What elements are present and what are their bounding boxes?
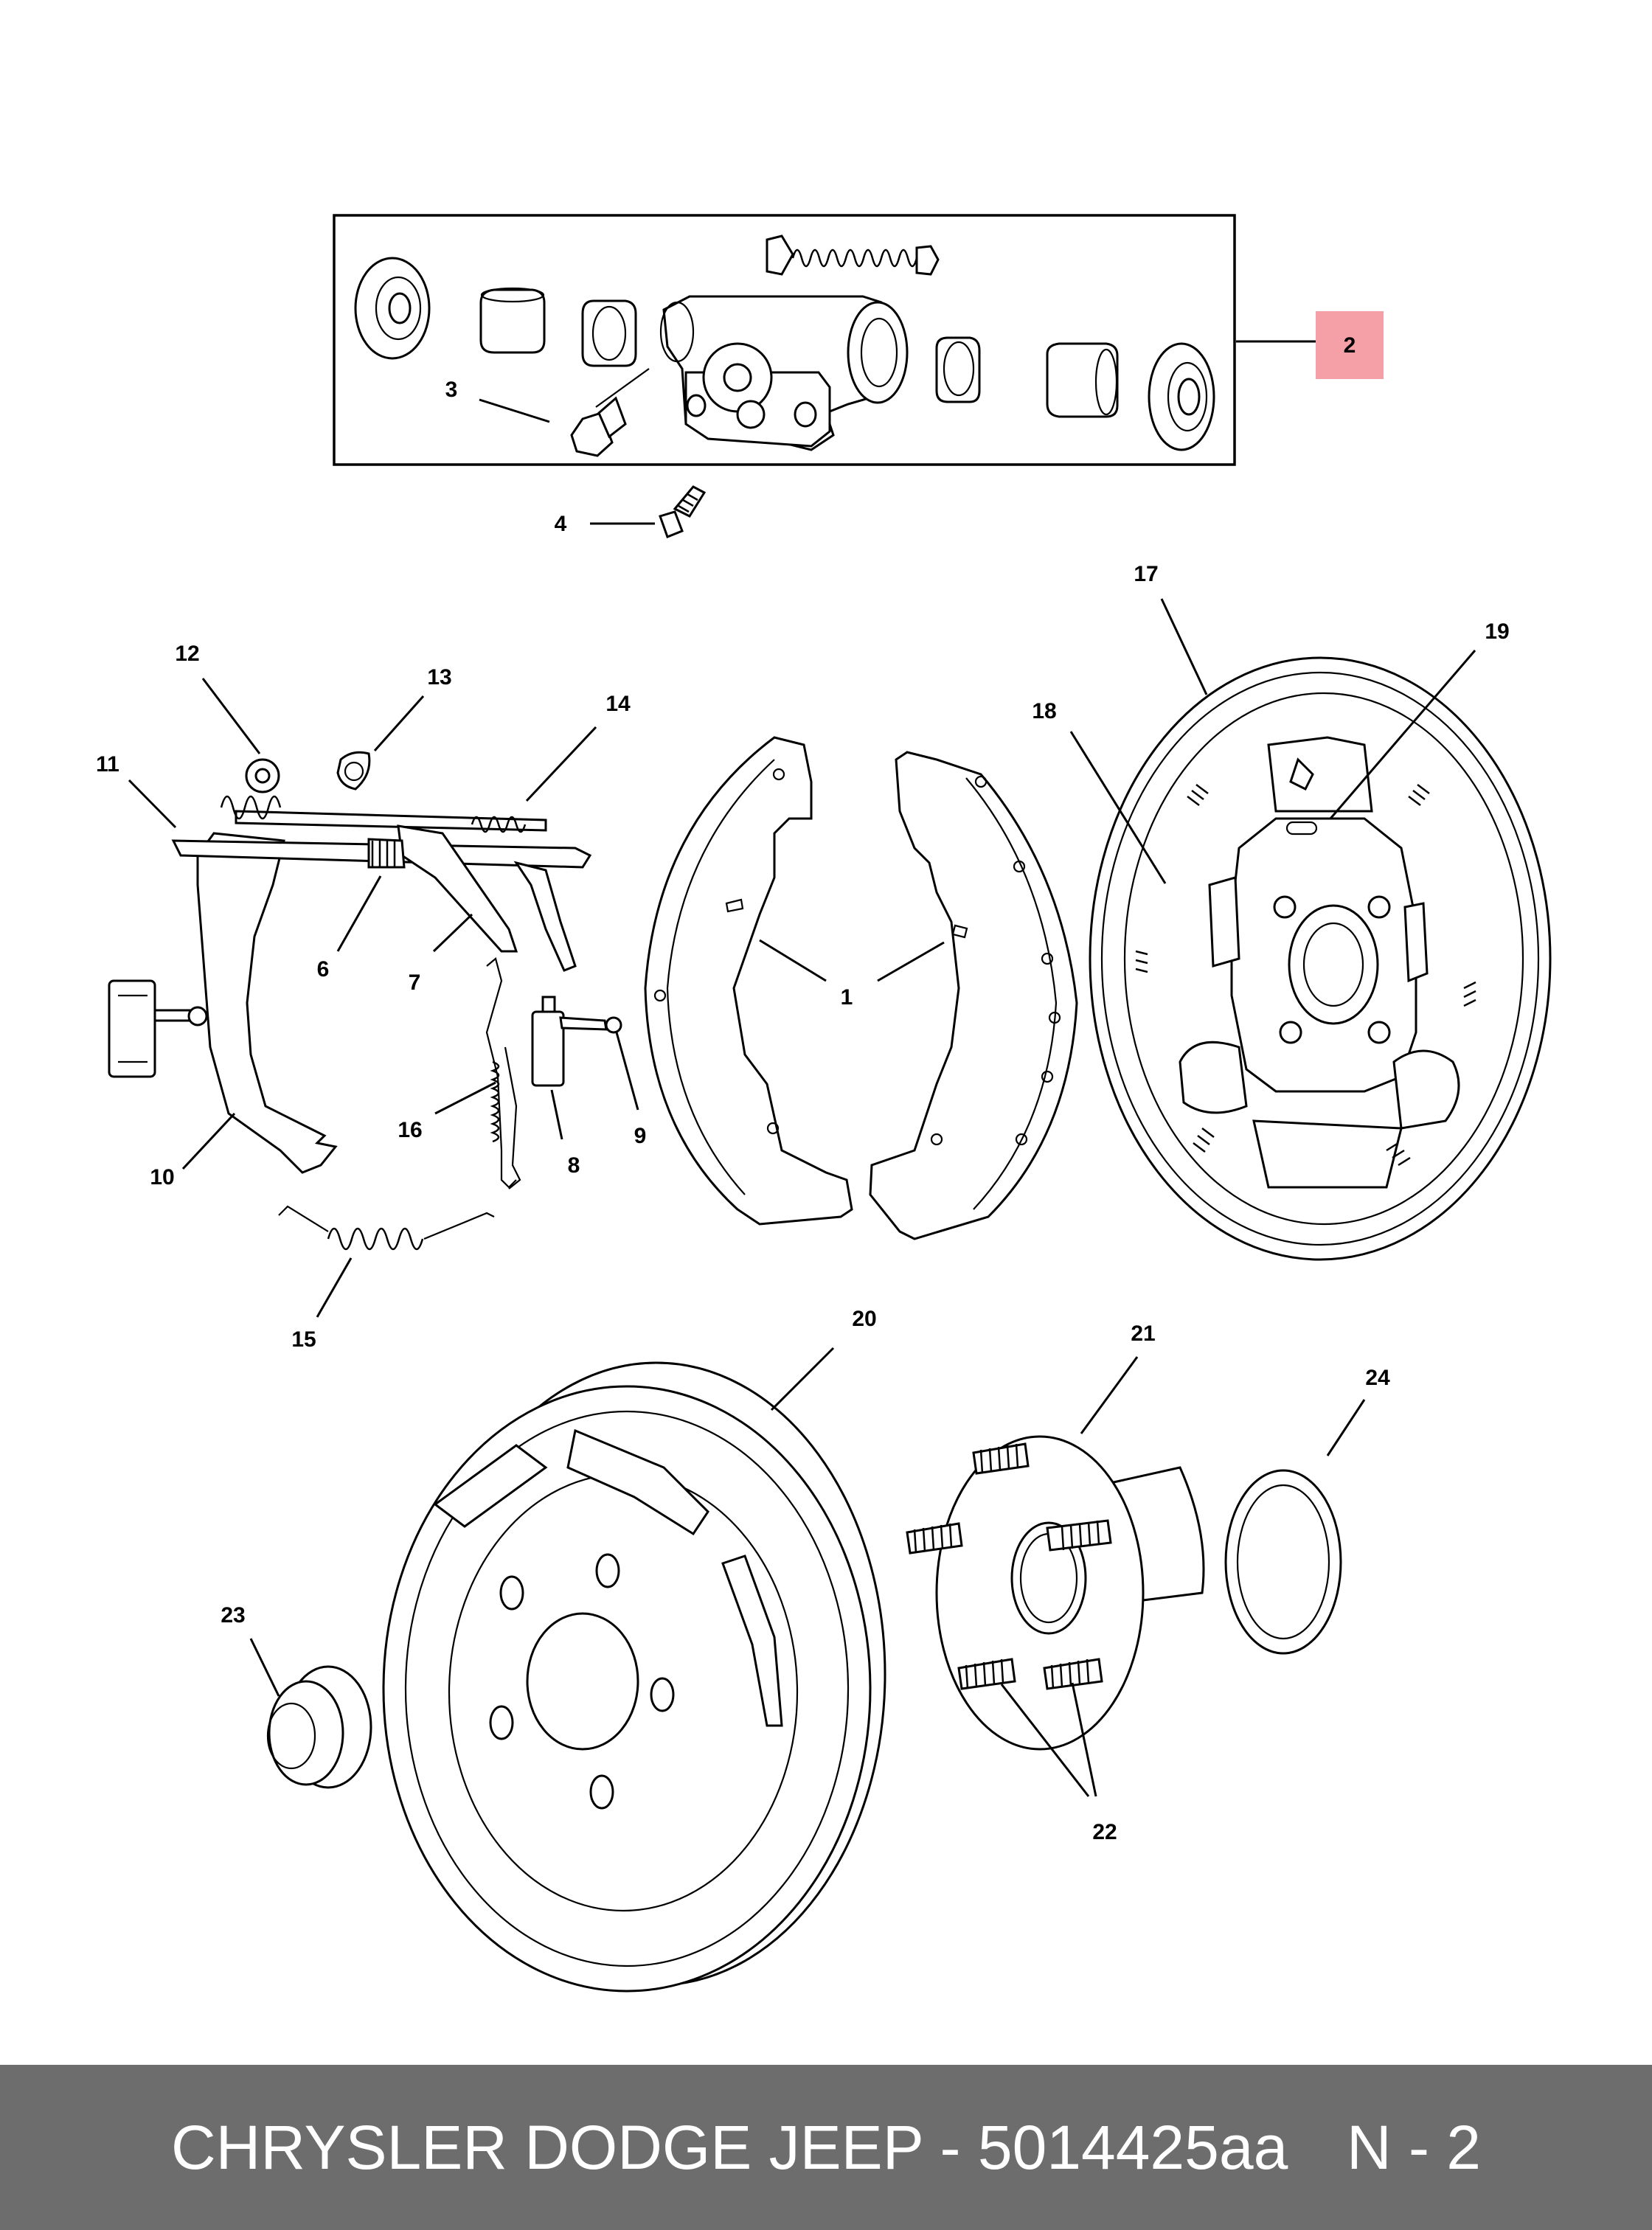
callout-22: 22 — [1092, 1820, 1117, 1844]
dust-boot-left — [354, 257, 431, 360]
lower-return-spring — [278, 1205, 495, 1251]
hub-flange — [935, 1435, 1205, 1751]
grease-cap — [266, 1665, 372, 1789]
callout-18: 18 — [1032, 699, 1056, 723]
callout-16: 16 — [398, 1118, 422, 1142]
brake-shoe-left — [644, 736, 853, 1226]
piston-right — [1046, 342, 1119, 418]
callout-2: 2 — [1344, 333, 1356, 358]
brake-drum — [382, 1361, 886, 1993]
callout-17: 17 — [1134, 562, 1158, 586]
cup-right — [935, 336, 981, 403]
wheel-studs — [906, 1442, 1112, 1690]
callout-11: 11 — [96, 752, 119, 777]
callout-4: 4 — [555, 512, 567, 536]
callout-15: 15 — [291, 1327, 316, 1352]
callout-labels: 2 3 4 12 13 14 11 6 7 16 8 9 10 1 15 17 … — [96, 333, 1510, 1844]
bleeder-screw — [659, 485, 707, 538]
wheel-cylinder-frame — [333, 214, 1236, 466]
parts-diagram: 2 3 4 12 13 14 11 6 7 16 8 9 10 1 15 17 … — [96, 214, 1552, 1993]
footer-page-number: N - 2 — [1346, 2113, 1481, 2182]
backing-plate — [1089, 656, 1552, 1261]
callout-21: 21 — [1131, 1321, 1155, 1346]
dust-boot-right — [1148, 342, 1215, 451]
callout-highlight — [1316, 311, 1384, 379]
callout-12: 12 — [175, 642, 199, 666]
adjuster-spring — [485, 957, 521, 1189]
footer-title: CHRYSLER DODGE JEEP - 5014425aa — [171, 2113, 1288, 2182]
callout-19: 19 — [1485, 619, 1509, 644]
callout-1: 1 — [841, 985, 853, 1010]
piston-left — [479, 287, 546, 354]
park-brake-lever-assembly — [171, 751, 592, 1174]
hold-down-retainer-left — [108, 979, 208, 1078]
mounting-bolt — [570, 368, 650, 457]
brake-shoe-right — [869, 751, 1078, 1240]
grease-seal — [1224, 1469, 1342, 1655]
callout-3: 3 — [445, 378, 458, 402]
callout-23: 23 — [221, 1603, 245, 1628]
callout-9: 9 — [634, 1124, 647, 1148]
hold-down-retainer-right — [531, 996, 622, 1087]
callout-13: 13 — [427, 665, 451, 690]
cup-left — [581, 299, 637, 367]
leader-lines — [128, 340, 1476, 1797]
callout-10: 10 — [150, 1165, 174, 1189]
callout-24: 24 — [1365, 1366, 1390, 1390]
footer-bar: CHRYSLER DODGE JEEP - 5014425aa N - 2 — [0, 2065, 1652, 2230]
cylinder-body — [659, 295, 909, 451]
cylinder-spring — [766, 235, 940, 276]
callout-6: 6 — [317, 957, 330, 982]
callout-8: 8 — [568, 1153, 580, 1178]
wheel-cylinder-kit — [333, 214, 1236, 466]
callout-7: 7 — [409, 970, 421, 995]
callout-20: 20 — [852, 1307, 876, 1331]
callout-14: 14 — [605, 692, 631, 716]
